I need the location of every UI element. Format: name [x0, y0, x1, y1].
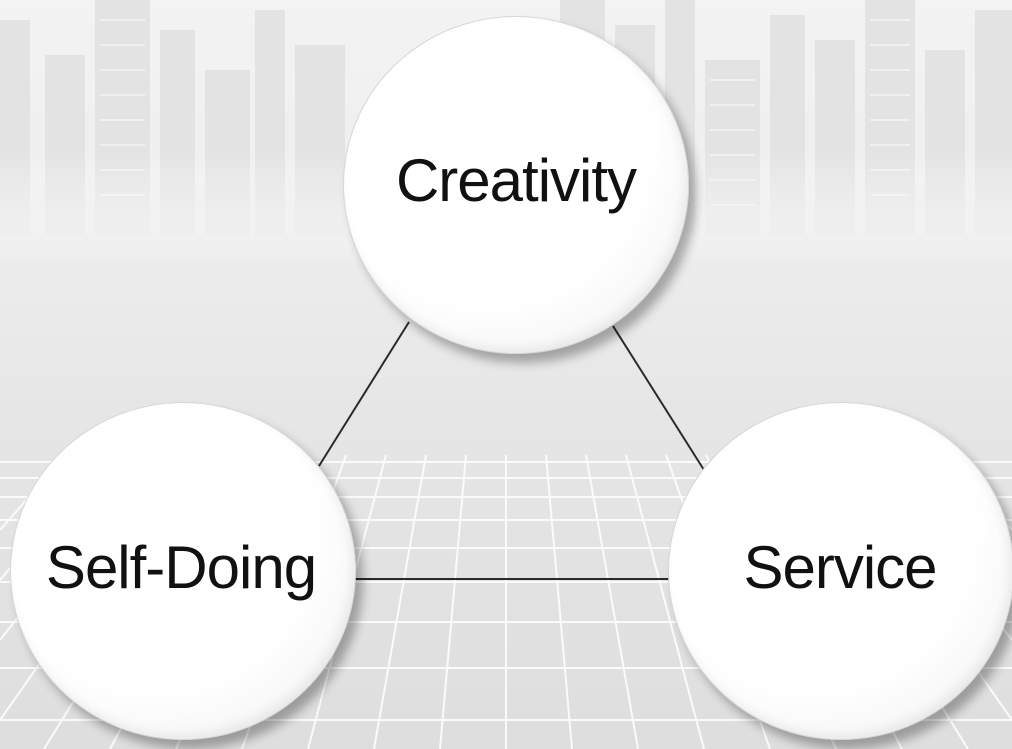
edge-creativity-self-doing: [318, 321, 410, 467]
node-self-doing: Self-Doing: [10, 402, 356, 740]
node-label-self-doing: Self-Doing: [45, 533, 317, 601]
node-label-creativity: Creativity: [395, 146, 637, 214]
node-label-service: Service: [743, 533, 937, 601]
node-service: Service: [668, 402, 1012, 740]
edge-creativity-service: [612, 325, 705, 471]
node-creativity: Creativity: [343, 16, 689, 354]
